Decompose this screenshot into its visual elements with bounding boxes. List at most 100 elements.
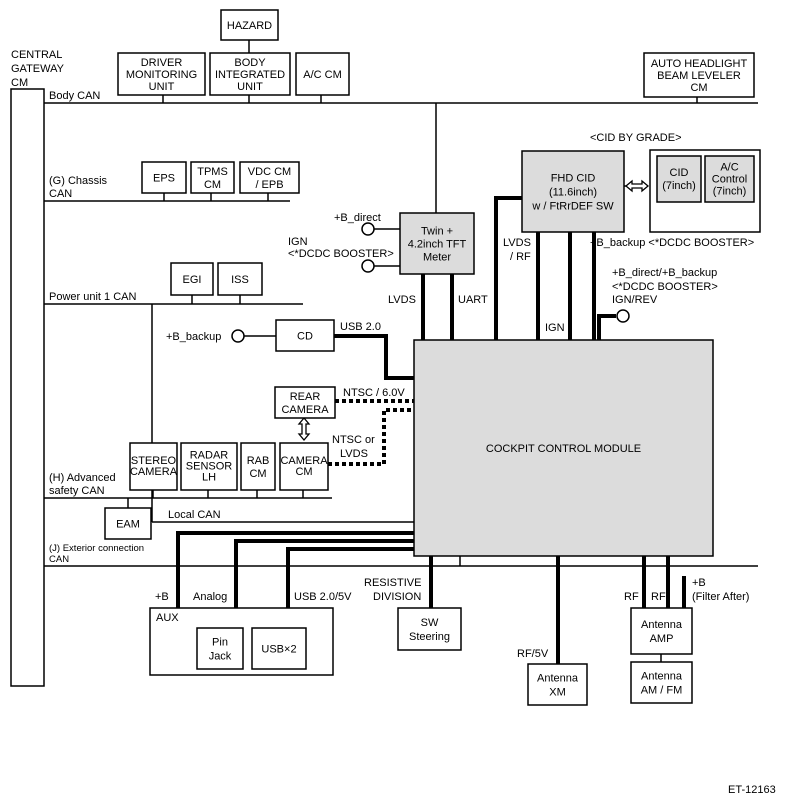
fhd-cid-label: FHD CID (551, 172, 596, 184)
ntsc-lvds-label-1: NTSC or (332, 434, 375, 446)
adv-safety-can-label-1: (H) Advanced (49, 472, 116, 484)
usb-x2-box (251, 627, 307, 670)
hazard-module: HAZARD (220, 9, 279, 41)
hazard-label: HAZARD (227, 20, 272, 32)
resistive-label-1: RESISTIVE (364, 577, 421, 589)
b-filter-label-2: (Filter After) (692, 591, 749, 603)
uart-label: UART (458, 294, 488, 306)
cockpit-box (413, 339, 714, 557)
antenna-xm-label: Antenna (537, 672, 579, 684)
modules-layer: HAZARDDRIVERMONITORINGUNITBODYINTEGRATED… (10, 9, 755, 706)
ext-can-label-1: (J) Exterior connection (49, 543, 144, 554)
pin-jack-box (196, 627, 244, 670)
antenna-amp-label: Antenna (641, 619, 683, 631)
ac-control-box (704, 155, 755, 203)
cockpit-module: COCKPIT CONTROL MODULE (413, 339, 714, 557)
ign-cid-label: IGN (545, 322, 565, 334)
ac-control-label: A/C (720, 162, 738, 174)
tpms-box (190, 161, 235, 194)
double-arrow-icon (624, 179, 650, 193)
aux-label: AUX (156, 612, 179, 624)
b-direct-terminal (361, 222, 375, 236)
meter-label: Twin + (421, 225, 453, 237)
gateway-module (10, 88, 45, 687)
gateway-label-2: GATEWAY (11, 63, 65, 75)
body-can-label: Body CAN (49, 90, 100, 102)
vertical-double-arrow-icon (297, 416, 311, 442)
resistive-label-2: DIVISION (373, 591, 421, 603)
camera-cm-box (279, 442, 329, 491)
ac-cm-module: A/C CM (295, 52, 350, 96)
antenna-xm-box (527, 663, 588, 706)
eam-label: EAM (116, 518, 140, 530)
chassis-can-label-2: CAN (49, 188, 72, 200)
gateway-box (10, 88, 45, 687)
pin-jack-label: Jack (209, 650, 232, 662)
dcdc-label: <*DCDC BOOSTER> (288, 248, 394, 260)
b-direct-label: +B_direct (334, 212, 381, 224)
eps-module: EPS (141, 161, 187, 194)
ext-can-label-2: CAN (49, 554, 69, 565)
egi-label: EGI (183, 274, 202, 286)
power-terminals (231, 222, 630, 343)
driver-monitoring-label: MONITORING (126, 69, 197, 81)
ign-rev-terminal (616, 309, 630, 323)
usb205v-label: USB 2.0/5V (294, 591, 352, 603)
eam-module: EAM (104, 507, 152, 540)
b-backup-dcdc-label: +B_backup <*DCDC BOOSTER> (590, 237, 754, 249)
antenna-amfm-label: Antenna (641, 670, 683, 682)
eps-label: EPS (153, 172, 175, 184)
local-can-label: Local CAN (168, 509, 221, 521)
camera-cm-label: CAMERA (280, 455, 328, 467)
power-unit-can-label: Power unit 1 CAN (49, 291, 136, 303)
meter-label: 4.2inch TFT (408, 238, 467, 250)
b-backup-label: +B_backup (166, 331, 221, 343)
egi-module: EGI (170, 262, 214, 296)
chassis-can-label-1: (G) Chassis (49, 175, 108, 187)
usb-x2-label: USB×2 (261, 643, 296, 655)
iss-label: ISS (231, 274, 249, 286)
rf-label-2: RF (651, 591, 666, 603)
gateway-label-1: CENTRAL (11, 49, 62, 61)
cid-7-box (656, 155, 702, 203)
ntsc-wires (328, 399, 414, 466)
rab-cm-label: RAB (247, 455, 270, 467)
auto-headlight-box (643, 52, 755, 98)
hazard-box (220, 9, 279, 41)
cd-module: CD (275, 319, 335, 352)
cid-7-module: CID(7inch) (656, 155, 702, 203)
driver-monitoring-box (117, 52, 206, 96)
fhd-cid-label: w / FtRrDEF SW (531, 200, 614, 212)
adv-safety-can-label-2: safety CAN (49, 485, 105, 497)
plus-b-label: +B (155, 591, 169, 603)
lvds-label: LVDS (388, 294, 416, 306)
ign-label: IGN (288, 236, 308, 248)
lvds-rf-label-2: / RF (510, 251, 531, 263)
b-direct-backup-label-1: +B_direct/+B_backup (612, 267, 717, 279)
usb-x2-module: USB×2 (251, 627, 307, 670)
eps-box (141, 161, 187, 194)
egi-box (170, 262, 214, 296)
body-integrated-label: INTEGRATED (215, 69, 285, 81)
ntsc-lvds-label-2: LVDS (340, 448, 368, 460)
fhd-cid-box (521, 150, 625, 233)
radar-sensor-label: SENSOR (186, 461, 233, 473)
body-integrated-label: UNIT (237, 81, 263, 93)
sw-steering-label: Steering (409, 631, 450, 643)
antenna-amp-label: AMP (650, 633, 674, 645)
rab-cm-label: CM (249, 468, 266, 480)
cid-7-label: CID (670, 167, 689, 179)
rear-camera-label: REAR (290, 391, 321, 403)
vdc-label: / EPB (255, 179, 283, 191)
radar-sensor-label: RADAR (190, 450, 229, 462)
